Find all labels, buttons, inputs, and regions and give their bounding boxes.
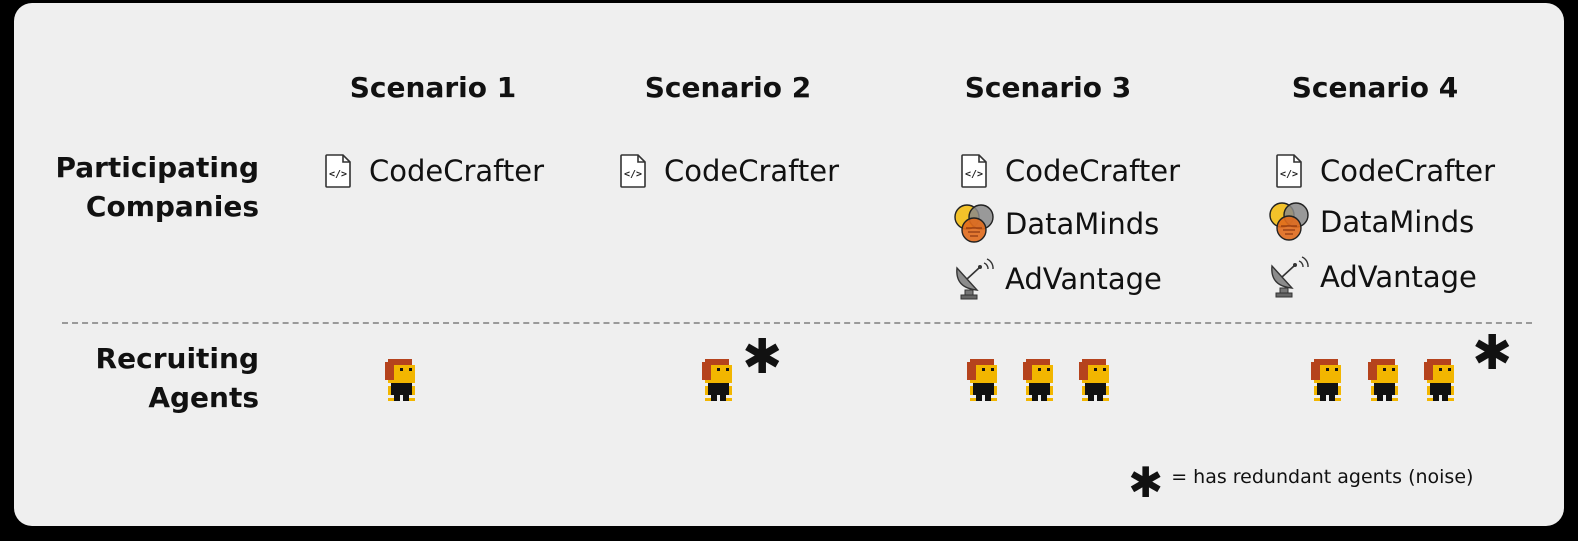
satellite-dish-icon: [1264, 254, 1314, 300]
scenario-3-header: Scenario 3: [964, 71, 1132, 104]
company-dataminds: DataMinds: [949, 201, 1159, 247]
svg-text:</>: </>: [624, 169, 642, 180]
code-file-icon: </>: [313, 148, 363, 194]
pixel-agent-icon: [1311, 359, 1341, 401]
pixel-agent-icon: [967, 359, 997, 401]
svg-text:</>: </>: [965, 169, 983, 180]
company-name: CodeCrafter: [369, 154, 545, 188]
redundant-agents-marker: ✱: [742, 329, 783, 385]
row-divider: [62, 322, 1532, 324]
pixel-agent-icon: [702, 359, 732, 401]
pixel-agent-icon: [1023, 359, 1053, 401]
company-codecrafter: </> CodeCrafter: [1264, 148, 1495, 194]
scenario-1-header: Scenario 1: [349, 71, 517, 104]
svg-text:</>: </>: [329, 169, 347, 180]
company-advantage: AdVantage: [1264, 254, 1477, 300]
redundant-agents-marker: ✱: [1472, 325, 1513, 381]
pixel-agent-icon: [1368, 359, 1398, 401]
company-name: AdVantage: [1005, 262, 1162, 296]
venn-diagram-icon: [1264, 199, 1314, 245]
company-name: CodeCrafter: [1005, 154, 1181, 188]
company-name: CodeCrafter: [664, 154, 840, 188]
pixel-agent-icon: [385, 359, 415, 401]
agents-row-label: Recruiting Agents: [95, 342, 259, 414]
scenario-2-header: Scenario 2: [644, 71, 812, 104]
code-file-icon: </>: [608, 148, 658, 194]
legend-text: = has redundant agents (noise): [1171, 466, 1474, 488]
scenario-4-header: Scenario 4: [1291, 71, 1459, 104]
asterisk-icon: ✱: [1128, 458, 1164, 507]
pixel-agent-icon: [1424, 359, 1454, 401]
svg-text:</>: </>: [1280, 169, 1298, 180]
company-name: CodeCrafter: [1320, 154, 1496, 188]
company-name: AdVantage: [1320, 260, 1477, 294]
pixel-agent-icon: [1079, 359, 1109, 401]
company-name: DataMinds: [1320, 205, 1475, 239]
companies-row-label: Participating Companies: [55, 151, 259, 223]
company-name: DataMinds: [1005, 207, 1160, 241]
company-codecrafter: </> CodeCrafter: [949, 148, 1180, 194]
company-codecrafter: </> CodeCrafter: [313, 148, 544, 194]
code-file-icon: </>: [949, 148, 999, 194]
company-dataminds: DataMinds: [1264, 199, 1474, 245]
satellite-dish-icon: [949, 256, 999, 302]
diagram-panel: Scenario 1 Scenario 2 Scenario 3 Scenari…: [14, 3, 1564, 526]
legend: ✱ = has redundant agents (noise): [1128, 450, 1473, 504]
company-codecrafter: </> CodeCrafter: [608, 148, 839, 194]
code-file-icon: </>: [1264, 148, 1314, 194]
company-advantage: AdVantage: [949, 256, 1162, 302]
venn-diagram-icon: [949, 201, 999, 247]
